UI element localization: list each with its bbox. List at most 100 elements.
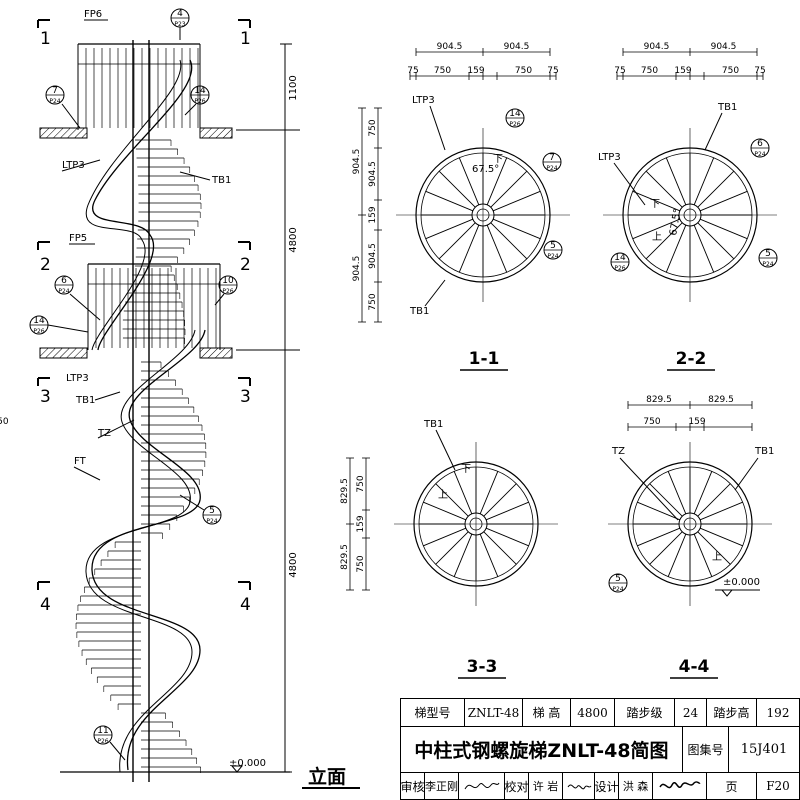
check-name: 许 岩 <box>529 773 563 799</box>
svg-text:1: 1 <box>240 29 251 49</box>
label-tb1-2: TB1 <box>75 395 95 406</box>
review-label: 审核 <box>401 773 425 799</box>
slab-upper-left <box>39 127 88 139</box>
page-label: 页 <box>707 773 757 799</box>
svg-text:4: 4 <box>240 595 251 615</box>
svg-text:7: 7 <box>549 153 555 163</box>
svg-text:TB1: TB1 <box>409 306 429 317</box>
label-ltp3-2: LTP3 <box>66 373 89 384</box>
label-ft: FT <box>74 456 87 467</box>
svg-text:750: 750 <box>0 417 9 427</box>
svg-text:750: 750 <box>368 293 378 310</box>
elevation-title: 立面 <box>308 765 346 788</box>
svg-text:10: 10 <box>222 276 234 286</box>
section-marks: 1 1 2 2 3 3 4 4 <box>37 19 251 615</box>
svg-text:P26: P26 <box>614 265 625 272</box>
page-value: F20 <box>766 779 790 793</box>
title-block-row-1: 梯型号 ZNLT-48 梯 高 4800 踏步级 24 踏步高 192 <box>401 699 799 727</box>
svg-text:7: 7 <box>52 86 58 96</box>
step-height-label: 踏步高 <box>707 699 757 726</box>
svg-text:下: 下 <box>650 199 660 210</box>
check-label: 校对 <box>505 773 529 799</box>
svg-text:P23: P23 <box>174 21 185 28</box>
svg-text:TB1: TB1 <box>423 419 443 430</box>
svg-text:3-3: 3-3 <box>467 657 498 677</box>
svg-text:P26: P26 <box>194 98 205 105</box>
svg-text:P26: P26 <box>33 328 44 335</box>
svg-text:上: 上 <box>438 489 448 501</box>
review-signature <box>459 773 505 799</box>
design-signature <box>653 773 707 799</box>
svg-text:159: 159 <box>356 515 366 532</box>
slab-mid-right <box>199 347 233 359</box>
level-4800-lower: 4800 <box>288 552 299 577</box>
spiral-treads <box>75 139 207 773</box>
svg-text:下: 下 <box>461 464 471 475</box>
svg-text:14: 14 <box>33 316 45 326</box>
svg-text:750: 750 <box>515 66 532 76</box>
height-value: 4800 <box>571 699 615 726</box>
svg-text:11: 11 <box>97 726 108 736</box>
svg-text:904.5: 904.5 <box>711 42 737 52</box>
svg-text:2: 2 <box>240 255 251 275</box>
svg-text:904.5: 904.5 <box>352 149 362 175</box>
level-1100: 1100 <box>288 75 299 100</box>
svg-text:6: 6 <box>61 276 67 286</box>
svg-text:159: 159 <box>368 206 378 223</box>
svg-text:750: 750 <box>356 555 366 572</box>
svg-text:904.5: 904.5 <box>352 256 362 282</box>
svg-text:67.5°: 67.5° <box>668 208 684 237</box>
label-tb1: TB1 <box>211 175 231 186</box>
svg-text:P24: P24 <box>612 586 623 593</box>
svg-text:5: 5 <box>615 574 621 584</box>
label-fp6: FP6 <box>84 9 102 20</box>
svg-text:75: 75 <box>547 66 558 76</box>
svg-text:14: 14 <box>194 86 206 96</box>
svg-text:P24: P24 <box>762 261 773 268</box>
model-label: 梯型号 <box>401 699 465 726</box>
svg-text:TB1: TB1 <box>754 446 774 457</box>
svg-text:75: 75 <box>614 66 625 76</box>
svg-text:P24: P24 <box>49 98 60 105</box>
svg-text:1-1: 1-1 <box>469 349 500 369</box>
svg-text:P26: P26 <box>509 121 520 128</box>
svg-text:904.5: 904.5 <box>644 42 670 52</box>
svg-text:LTP3: LTP3 <box>412 95 435 106</box>
svg-text:P24: P24 <box>754 151 765 158</box>
svg-text:P24: P24 <box>547 253 558 260</box>
elevation-view: 1100 4800 4800 ±0.000 1 1 2 2 3 3 4 4 FP… <box>29 8 360 789</box>
svg-text:P24: P24 <box>58 288 69 295</box>
svg-text:904.5: 904.5 <box>368 243 378 269</box>
slab-mid-left <box>39 347 88 359</box>
check-signature <box>563 773 595 799</box>
design-label: 设计 <box>595 773 619 799</box>
steps-label: 踏步级 <box>615 699 675 726</box>
title-block-row-3: 审核 李正刚 校对 许 岩 设计 洪 森 页 F20 <box>401 773 799 799</box>
svg-text:5: 5 <box>209 506 215 516</box>
drawing-title: 中柱式钢螺旋梯ZNLT-48简图 <box>401 727 683 772</box>
slab-upper-right <box>199 127 233 139</box>
level-dimension: 1100 4800 4800 <box>236 43 300 773</box>
svg-text:750: 750 <box>641 66 658 76</box>
height-label: 梯 高 <box>523 699 571 726</box>
atlas-value: 15J401 <box>740 742 788 757</box>
svg-text:4: 4 <box>40 595 51 615</box>
svg-text:4: 4 <box>177 9 183 19</box>
svg-text:14: 14 <box>509 109 521 119</box>
svg-text:2-2: 2-2 <box>676 349 707 369</box>
svg-text:904.5: 904.5 <box>368 161 378 187</box>
svg-text:750: 750 <box>434 66 451 76</box>
svg-text:5: 5 <box>765 249 771 259</box>
title-block-row-2: 中柱式钢螺旋梯ZNLT-48简图 图集号 15J401 <box>401 727 799 773</box>
svg-text:P24: P24 <box>546 165 557 172</box>
